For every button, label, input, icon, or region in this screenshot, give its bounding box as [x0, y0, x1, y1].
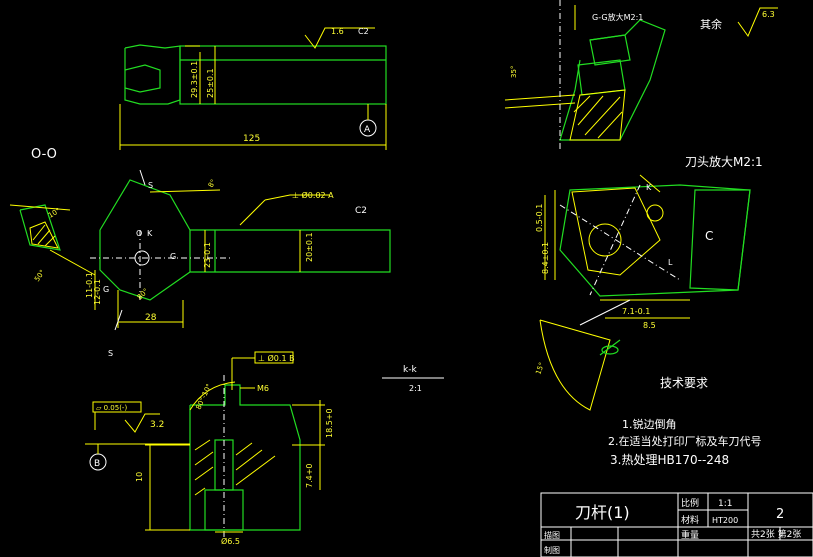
section-oo-label: O-O [31, 147, 57, 162]
title-block [540, 492, 813, 557]
angle-4: 8° [207, 178, 218, 189]
dim-top-h1: 25±0.1 [206, 68, 215, 98]
dim-bot-h1: 18.5+0 [325, 408, 334, 438]
label-c2-top: C2 [358, 27, 369, 36]
label-c-right: C [705, 229, 713, 243]
label-c2: C2 [355, 206, 367, 216]
dim-mid-h4: 11-0.1 [85, 272, 94, 298]
checked-label: 描图 [544, 530, 560, 540]
scale-label: 比例 [681, 497, 699, 509]
roughness-rest-label: 其余 [700, 17, 722, 31]
section-k-mark: K [147, 229, 153, 238]
dim-bot-d: Ø6.5 [221, 536, 240, 546]
drawn-label: 制图 [544, 545, 560, 555]
front-view [9, 169, 391, 331]
dim-right-a: 8.4±0.1 [541, 242, 550, 274]
angle-2: 50° [33, 268, 47, 283]
section-gg-label: G-G放大M2:1 [592, 12, 643, 22]
section-kk-scale: 2:1 [409, 384, 422, 393]
dim-bot-h2: 7.4+0 [305, 463, 314, 488]
angle-6: 15° [534, 361, 546, 375]
label-l-right: L [668, 258, 673, 267]
gg-section-view [504, 0, 666, 150]
dim-right-d1: 7.1-0.1 [622, 307, 650, 316]
dim-top-h2: 29.3±0.1 [190, 61, 199, 98]
section-o-mark: O [136, 229, 142, 238]
datum-a-label: A [364, 125, 371, 135]
tech-req-item-3: 3.热处理HB170--248 [610, 453, 729, 467]
dim-mid-h2: 23-0.1 [203, 242, 212, 268]
angle-5: 80°-10° [195, 383, 214, 411]
dim-mid-w: 28 [145, 313, 157, 323]
top-view [119, 27, 387, 150]
scale-value: 1:1 [718, 499, 732, 509]
tech-req-title: 技术要求 [660, 376, 708, 390]
head-enlarged-view [539, 174, 751, 411]
dim-top-len: 125 [243, 134, 260, 144]
dim-right-b: 0.5-0.1 [535, 204, 544, 232]
label-k-right: K [646, 183, 652, 192]
bore-section-view [85, 351, 325, 540]
perp-tol-bot: ⊥ Ø0.1 B [258, 353, 295, 363]
dim-bot-w1: 10 [135, 472, 144, 482]
section-g-right: G [170, 252, 176, 261]
perp-tol-mid: ⊥ Ø0.02 A [292, 190, 334, 200]
drawing-no: 2 [776, 507, 784, 522]
datum-b-label: B [94, 459, 100, 469]
section-g-left: G [103, 285, 109, 294]
dim-mid-h1: 20±0.1 [305, 232, 314, 262]
material-value: HT200 [712, 516, 738, 525]
sheet-info: 共2张 第2张 [751, 528, 801, 540]
roughness-rest-symbol [737, 7, 778, 38]
roughness-top-value: 1.6 [331, 27, 344, 36]
head-enlarged-label: 刀头放大M2:1 [685, 154, 763, 169]
roughness-bot-value: 3.2 [150, 420, 164, 430]
tech-req-item-1: 1.锐边倒角 [622, 417, 677, 431]
tech-req-item-2: 2.在适当处打印厂标及车刀代号 [608, 434, 762, 448]
material-label: 材料 [681, 514, 699, 526]
weight-label: 重量 [681, 529, 699, 541]
part-name: 刀杆(1) [575, 503, 630, 522]
dim-mid-h3: 12-0.1 [93, 279, 102, 305]
dim-right-d2: 8.5 [643, 321, 656, 330]
roughness-rest-value: 6.3 [762, 10, 775, 19]
section-s-top: S [148, 181, 153, 190]
section-kk-label: k-k [403, 365, 417, 375]
section-s-bot: S [108, 349, 113, 358]
flat-tol-bot: ▱ 0.05(-) [96, 404, 127, 412]
dim-bot-m: M6 [257, 384, 269, 393]
angle-7: 35° [510, 66, 518, 78]
